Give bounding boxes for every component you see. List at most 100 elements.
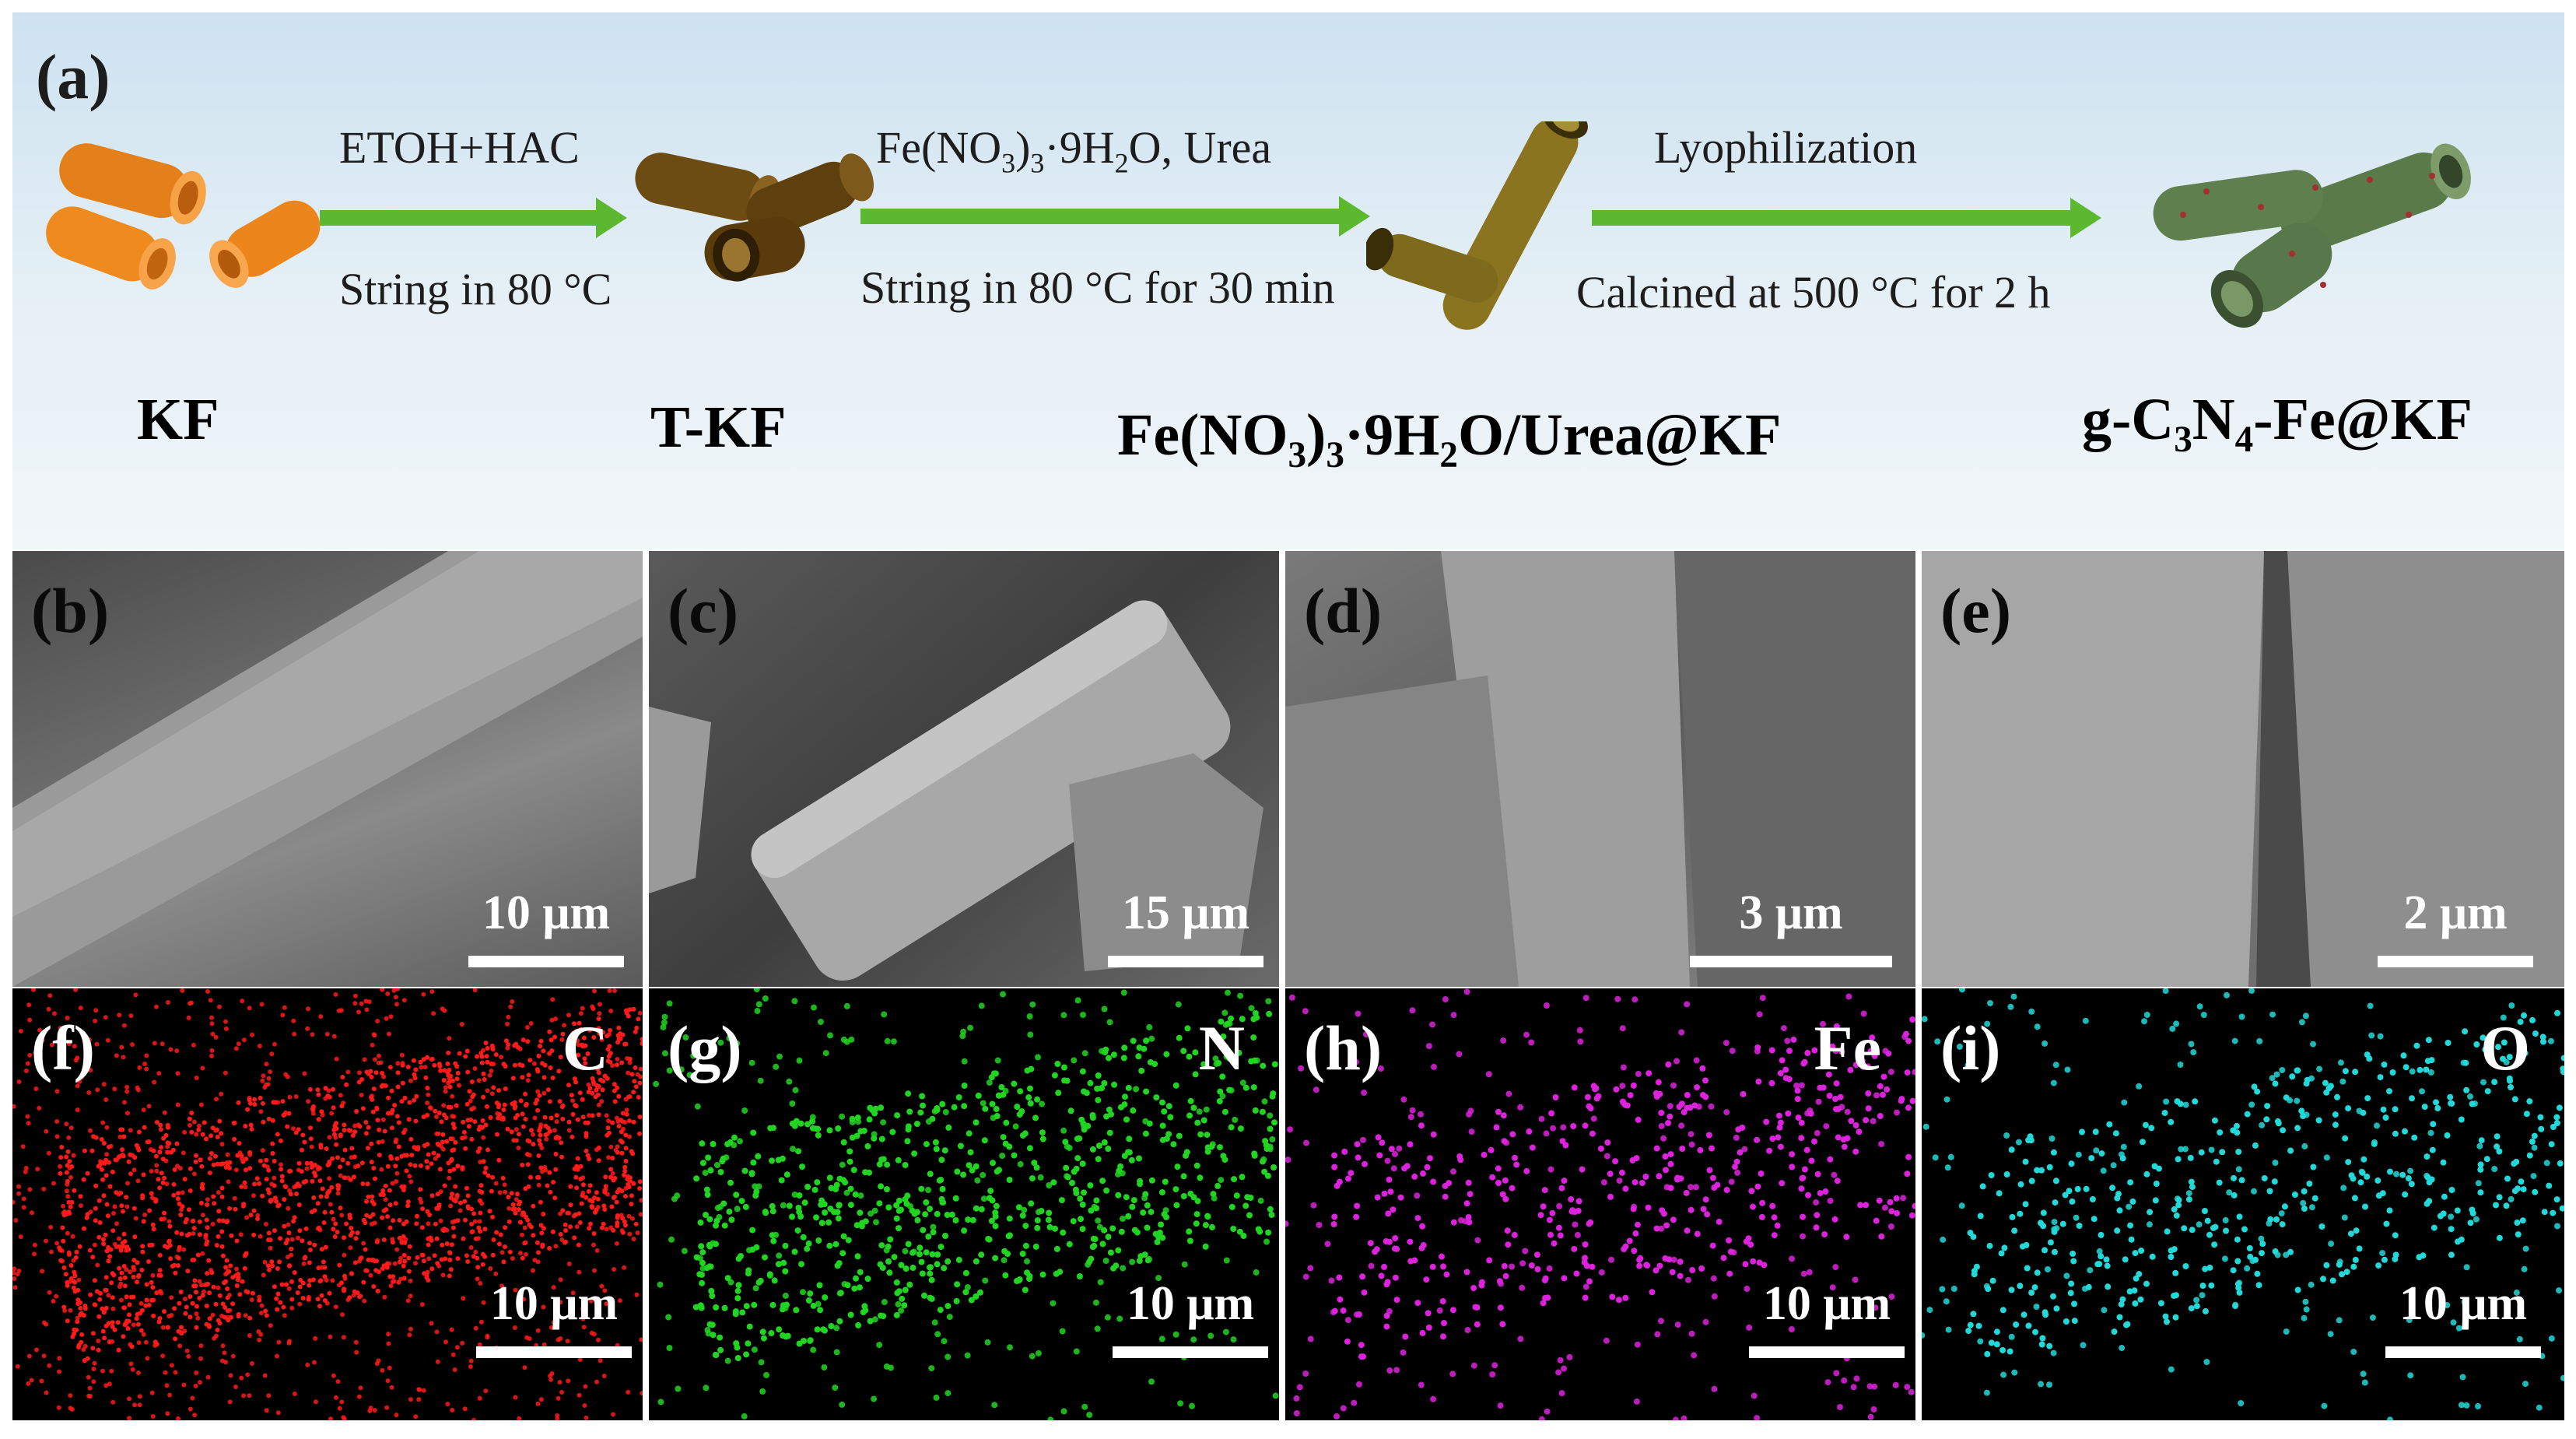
eds-signal-dot [2230, 1267, 2237, 1274]
eds-signal-dot [1027, 1085, 1033, 1092]
eds-signal-dot [478, 1319, 484, 1325]
eds-signal-dot [1887, 1223, 1894, 1230]
eds-signal-dot [623, 1223, 628, 1228]
eds-signal-dot [527, 1222, 532, 1227]
eds-signal-dot [498, 1232, 503, 1237]
eds-signal-dot [296, 1183, 302, 1188]
eds-signal-dot [632, 1079, 637, 1084]
eds-signal-dot [545, 1087, 551, 1093]
eds-signal-dot [2094, 1261, 2101, 1268]
eds-signal-dot [88, 1209, 93, 1215]
eds-signal-dot [372, 1033, 377, 1038]
eds-signal-dot [619, 1228, 625, 1234]
eds-signal-dot [2112, 1130, 2119, 1137]
eds-signal-dot [885, 1258, 892, 1265]
eds-signal-dot [444, 1139, 450, 1144]
eds-signal-dot [82, 1304, 88, 1308]
eds-signal-dot [1022, 1242, 1029, 1249]
eds-signal-dot [25, 1061, 30, 1066]
eds-signal-dot [1221, 1009, 1228, 1016]
eds-signal-dot [135, 1260, 140, 1265]
eds-signal-dot [485, 1104, 489, 1109]
eds-signal-dot [135, 1279, 139, 1285]
eds-signal-dot [220, 1343, 226, 1349]
eds-signal-dot [451, 1167, 457, 1172]
eds-signal-dot [44, 1321, 49, 1327]
eds-signal-dot [352, 1174, 356, 1180]
eds-signal-dot [1576, 1027, 1583, 1034]
eds-signal-dot [1789, 1163, 1796, 1171]
eds-signal-dot [1025, 1094, 1032, 1101]
panel-label-h: (h) [1304, 1013, 1383, 1083]
panel-label-d: (d) [1304, 575, 1383, 646]
eds-signal-dot [605, 1058, 611, 1064]
eds-signal-dot [2234, 1258, 2241, 1265]
eds-signal-dot [65, 1149, 71, 1154]
eds-signal-dot [227, 1206, 233, 1211]
eds-signal-dot [112, 1086, 117, 1092]
eds-signal-dot [472, 1119, 478, 1125]
eds-signal-dot [124, 1204, 130, 1209]
eds-signal-dot [2219, 1149, 2226, 1156]
eds-signal-dot [59, 1248, 65, 1254]
eds-signal-dot [572, 1235, 577, 1241]
eds-signal-dot [517, 1046, 523, 1051]
eds-signal-dot [64, 1170, 69, 1175]
eds-signal-dot [476, 1127, 482, 1132]
eds-signal-dot [1165, 1131, 1172, 1138]
eds-signal-dot [56, 1405, 61, 1410]
eds-signal-dot [1631, 1179, 1638, 1186]
eds-signal-dot [536, 1182, 541, 1188]
eds-signal-dot [264, 1177, 269, 1182]
eds-signal-dot [1170, 1141, 1177, 1148]
eds-signal-dot [110, 1324, 115, 1329]
eds-signal-dot [1135, 1053, 1142, 1060]
eds-signal-dot [2096, 1248, 2103, 1255]
eds-signal-dot [1704, 1211, 1711, 1218]
eds-signal-dot [1242, 1084, 1249, 1091]
eds-signal-dot [434, 1329, 440, 1335]
eds-signal-dot [899, 1295, 906, 1302]
eds-signal-dot [825, 1219, 832, 1226]
eds-signal-dot [1517, 1104, 1524, 1111]
eds-signal-dot [769, 1208, 776, 1215]
eds-signal-dot [194, 1076, 199, 1080]
eds-signal-dot [81, 1313, 86, 1318]
eds-signal-dot [2208, 1282, 2215, 1289]
eds-signal-dot [369, 1160, 374, 1165]
eds-signal-dot [137, 1065, 142, 1070]
eds-signal-dot [2429, 1146, 2436, 1153]
eds-signal-dot [2336, 1317, 2343, 1324]
eds-signal-dot [324, 1194, 329, 1199]
eds-signal-dot [553, 1244, 559, 1249]
eds-signal-dot [49, 1249, 54, 1255]
eds-signal-dot [475, 1276, 480, 1282]
eds-signal-dot [907, 1203, 913, 1209]
eds-signal-dot [67, 1159, 72, 1164]
eds-signal-dot [2440, 1159, 2447, 1166]
eds-signal-dot [184, 1348, 190, 1353]
eds-signal-dot [152, 1079, 157, 1085]
eds-signal-dot [2081, 1285, 2088, 1292]
eds-signal-dot [713, 1162, 720, 1169]
eds-signal-dot [1759, 995, 1766, 1002]
eds-signal-dot [2320, 1276, 2326, 1283]
eds-signal-dot [352, 1001, 358, 1006]
eds-signal-dot [2328, 1241, 2335, 1248]
eds-signal-dot [1427, 1155, 1433, 1162]
eds-signal-dot [72, 1044, 77, 1049]
eds-signal-dot [342, 1252, 347, 1258]
eds-signal-dot [1900, 1195, 1907, 1202]
eds-signal-dot [640, 1037, 643, 1042]
eds-signal-dot [1353, 1058, 1359, 1065]
eds-signal-dot [2358, 1168, 2365, 1175]
eds-signal-dot [1159, 1136, 1166, 1143]
eds-signal-dot [637, 1080, 643, 1086]
eds-signal-dot [1804, 1050, 1811, 1056]
eds-signal-dot [404, 1168, 409, 1174]
eds-signal-dot [125, 1181, 130, 1186]
eds-signal-dot [287, 1094, 293, 1100]
eds-signal-dot [1984, 1020, 1991, 1027]
eds-signal-dot [1148, 1209, 1155, 1216]
eds-signal-dot [380, 1139, 385, 1144]
